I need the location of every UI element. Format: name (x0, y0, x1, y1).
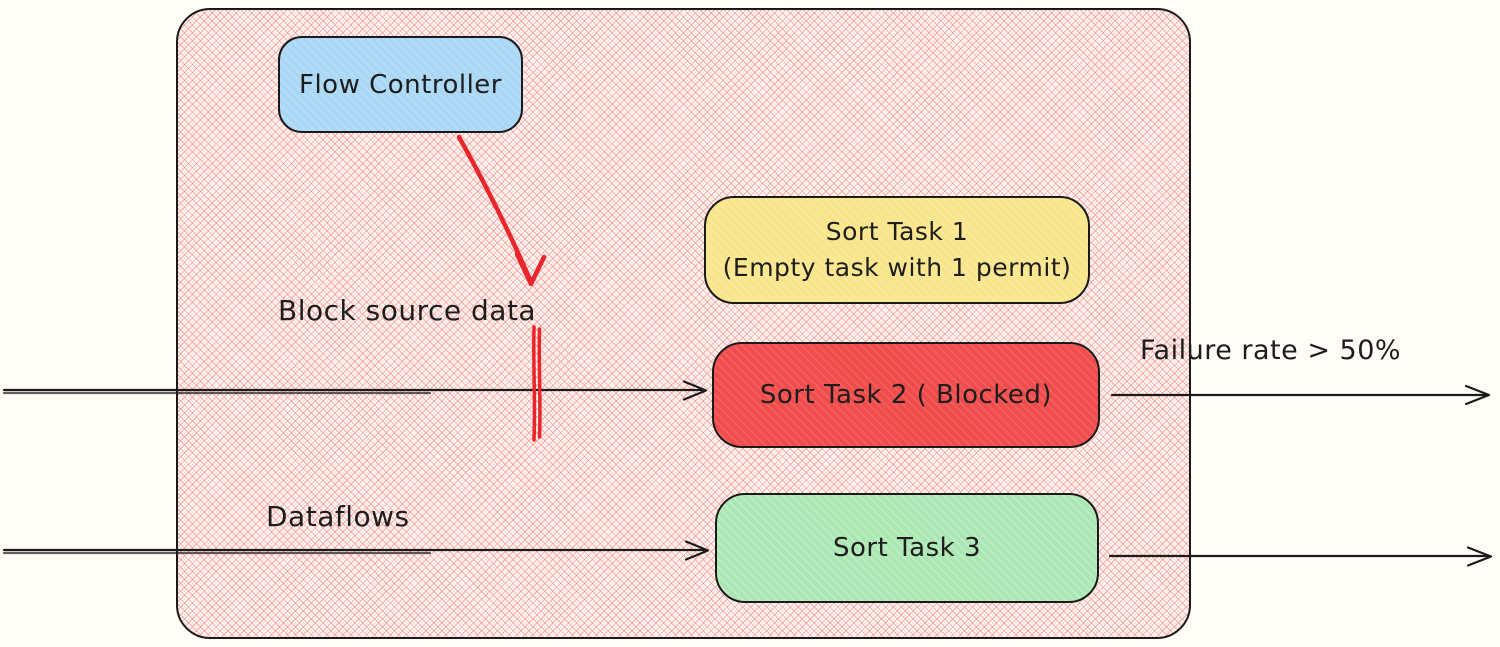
node-sort-task-1-sublabel: (Empty task with 1 permit) (722, 253, 1072, 282)
node-sort-task-2-label: Sort Task 2 ( Blocked) (759, 380, 1053, 410)
label-failure-rate: Failure rate > 50% (1140, 335, 1402, 366)
node-flow-controller: Flow Controller (278, 36, 523, 133)
node-sort-task-2: Sort Task 2 ( Blocked) (712, 342, 1100, 448)
label-dataflows: Dataflows (266, 500, 410, 533)
node-sort-task-3-label: Sort Task 3 (833, 533, 981, 563)
node-sort-task-3: Sort Task 3 (715, 493, 1099, 603)
node-flow-controller-label: Flow Controller (298, 69, 502, 100)
label-block-source-data: Block source data (278, 294, 537, 327)
node-sort-task-1: Sort Task 1 (Empty task with 1 permit) (704, 196, 1090, 304)
node-sort-task-1-label: Sort Task 1 (825, 217, 969, 246)
